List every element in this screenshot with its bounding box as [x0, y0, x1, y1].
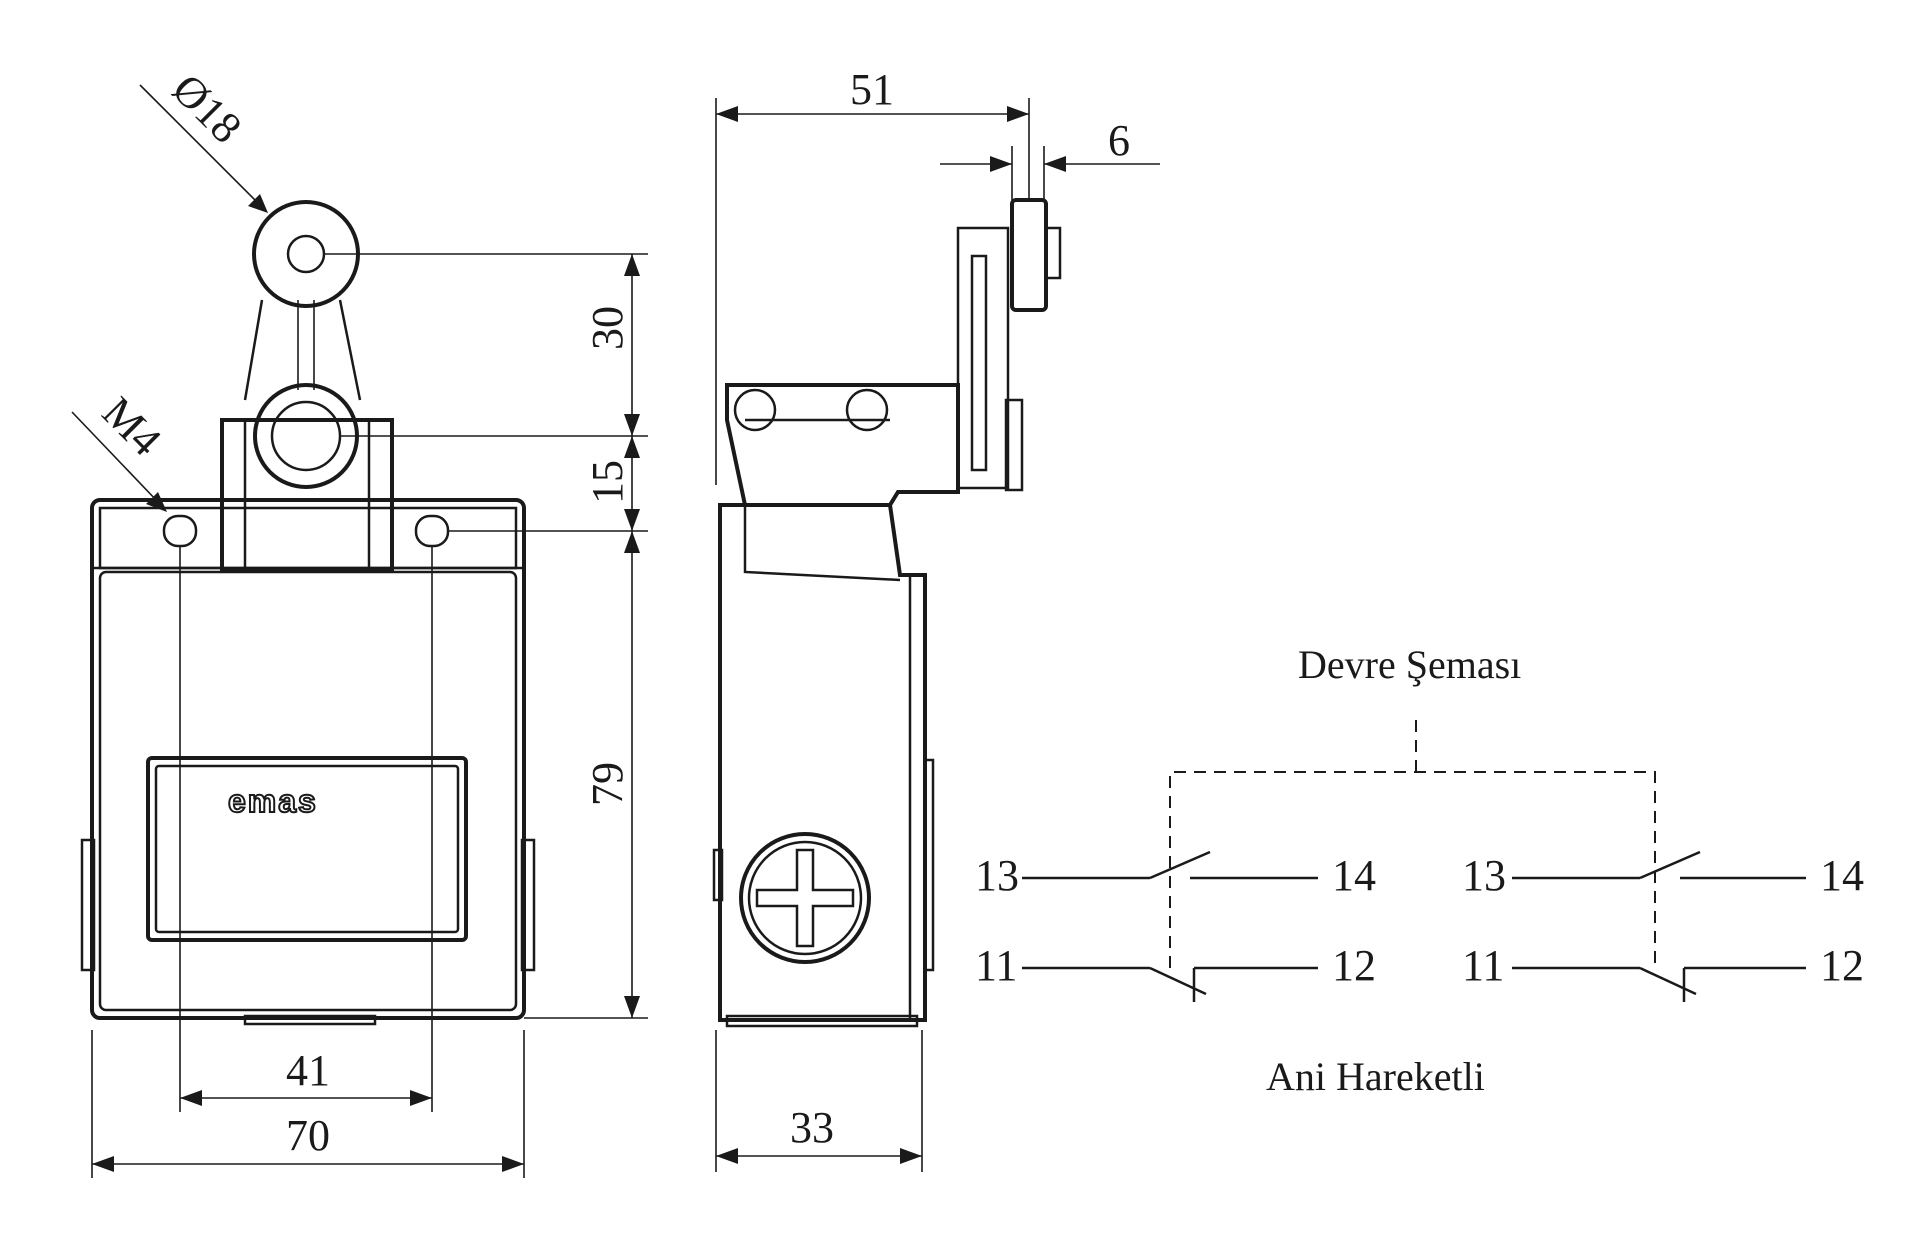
side-body — [718, 503, 927, 1022]
left-no-out-label: 14 — [1332, 851, 1376, 900]
dim-body-width: 70 — [286, 1111, 330, 1160]
mount-hole-left — [162, 514, 198, 548]
side-lever — [956, 226, 1010, 490]
side-head — [725, 383, 960, 507]
dim-side-reach: 51 — [850, 65, 894, 114]
side-view — [712, 198, 1062, 1028]
circuit-diagram: Devre Şeması 13 14 11 12 13 14 11 — [975, 642, 1864, 1099]
lever-arm — [243, 299, 362, 401]
brand-logo: emas — [228, 783, 318, 819]
dim-pivot-to-holes: 15 — [583, 460, 632, 504]
front-right-tab — [520, 838, 536, 972]
pivot-inner — [270, 400, 342, 472]
contact-set-right: 13 14 11 12 — [1462, 850, 1864, 1002]
front-head-block — [220, 418, 394, 572]
side-screw — [739, 832, 871, 964]
front-top-flange — [98, 506, 518, 570]
left-no-in-label: 13 — [975, 851, 1019, 900]
dim-body-depth: 33 — [790, 1103, 834, 1152]
front-window — [146, 756, 468, 942]
circuit-title: Devre Şeması — [1298, 642, 1521, 687]
cross-icon — [755, 848, 855, 948]
right-no-out-label: 14 — [1820, 851, 1864, 900]
dim-roller-diameter: Ø18 — [163, 64, 251, 152]
right-no-in-label: 13 — [1462, 851, 1506, 900]
right-no-switch — [1639, 850, 1701, 880]
dim-arm-length: 30 — [583, 306, 632, 350]
dim-hole-spacing: 41 — [286, 1046, 330, 1095]
left-nc-switch — [1149, 966, 1207, 996]
front-view: emas — [80, 200, 536, 1026]
right-nc-switch — [1639, 966, 1697, 996]
left-nc-in-label: 11 — [975, 941, 1017, 990]
left-no-switch — [1149, 850, 1211, 880]
roller-inner — [286, 234, 326, 274]
side-roller — [1010, 198, 1048, 312]
dim-roller-width: 6 — [1108, 116, 1130, 165]
right-nc-in-label: 11 — [1462, 941, 1504, 990]
dim-mount-thread: M4 — [93, 387, 171, 465]
contact-set-left: 13 14 11 12 — [975, 850, 1376, 1002]
left-nc-out-label: 12 — [1332, 941, 1376, 990]
circuit-caption: Ani Hareketli — [1266, 1054, 1485, 1099]
front-housing-outline — [90, 498, 526, 1020]
mount-hole-right — [414, 514, 450, 548]
front-left-tab — [80, 838, 96, 972]
dim-body-height: 79 — [583, 762, 632, 806]
right-nc-out-label: 12 — [1820, 941, 1864, 990]
